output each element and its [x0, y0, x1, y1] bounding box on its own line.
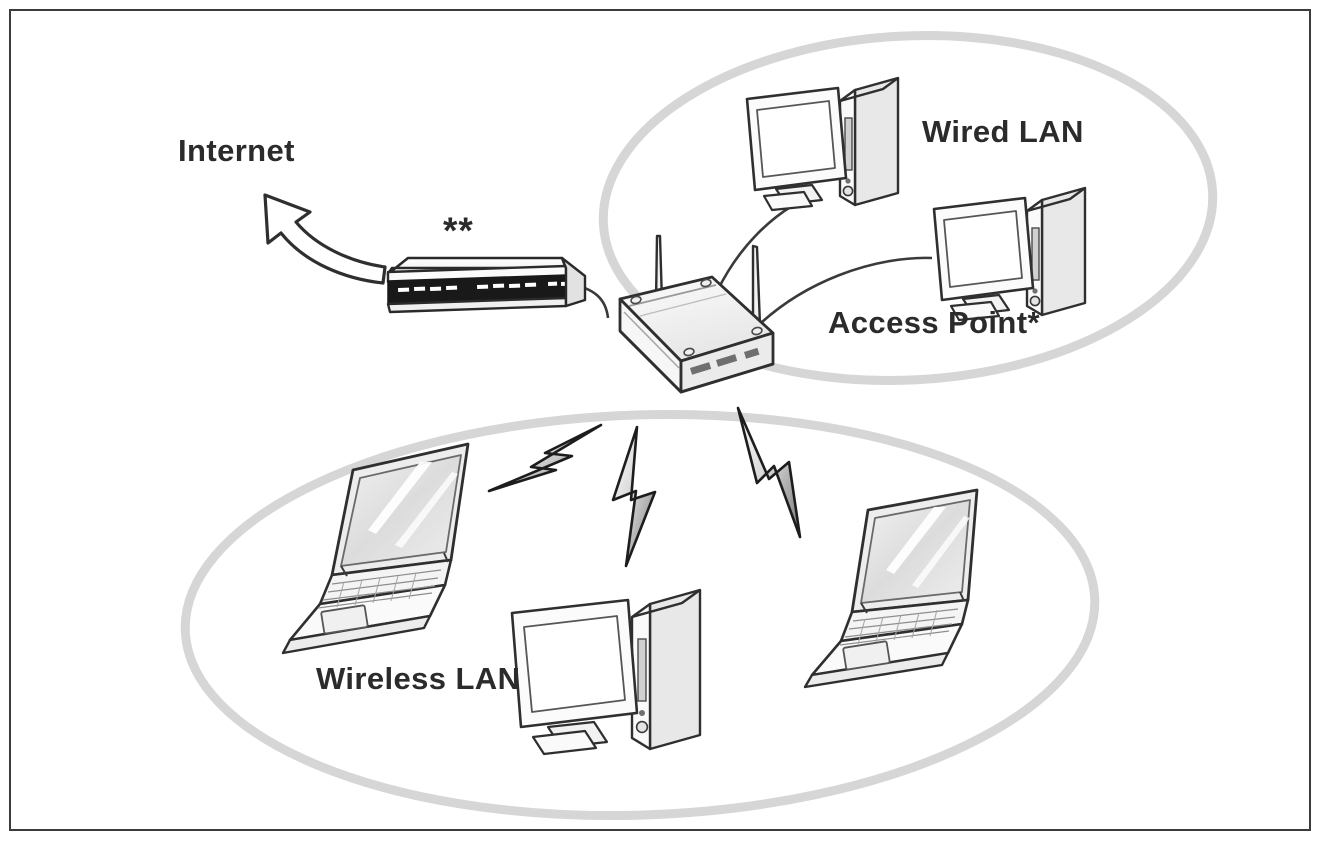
- wireless-signal-bolt-icon: [487, 423, 603, 493]
- wired-lan-ellipse: [598, 30, 1218, 386]
- internet-arrow-icon: [263, 193, 387, 285]
- label-wireless-lan: Wireless LAN: [316, 661, 521, 696]
- desktop-computer-wired-2: [932, 186, 1087, 322]
- desktop-computer-wireless: [510, 588, 702, 756]
- antenna-icon: [751, 244, 762, 327]
- cable-ap-to-desktop-wired-2: [743, 256, 933, 341]
- label-access-point: Access Point*: [828, 305, 1040, 340]
- label-internet: Internet: [178, 133, 295, 168]
- modem-device: [386, 256, 587, 314]
- access-point-device: [618, 234, 775, 394]
- laptop-computer-right: [803, 488, 979, 689]
- wireless-signal-bolt-icon: [736, 406, 802, 539]
- label-wired-lan: Wired LAN: [922, 114, 1084, 149]
- modem-footnote-marker: **: [443, 210, 474, 251]
- wireless-signal-bolt-icon: [611, 425, 657, 568]
- desktop-computer-wired-1: [745, 76, 900, 212]
- laptop-computer-left: [281, 442, 470, 655]
- wireless-lan-ellipse: [180, 409, 1100, 821]
